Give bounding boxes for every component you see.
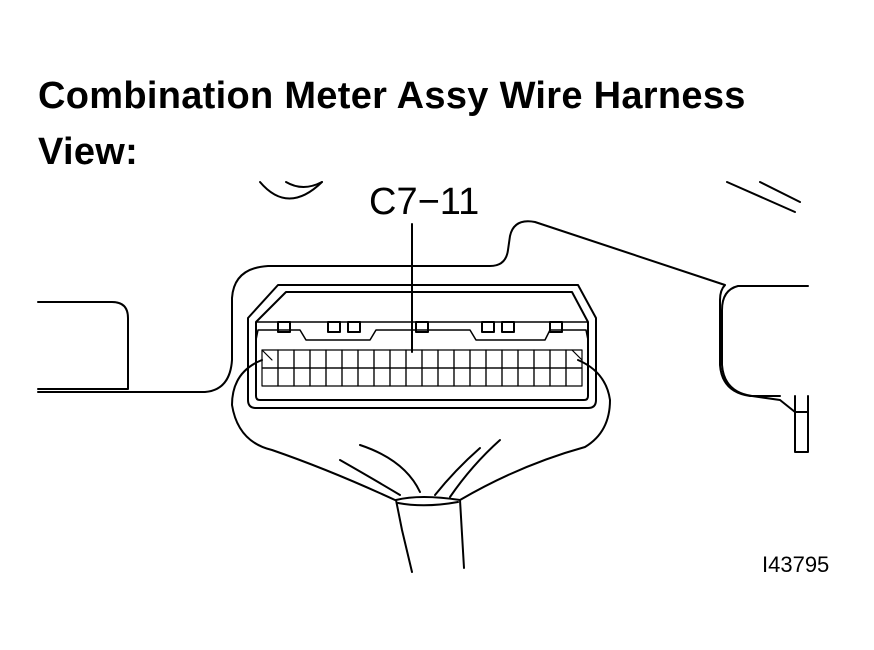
lock-window bbox=[549, 321, 563, 333]
terminal-cavity bbox=[277, 367, 295, 387]
terminal-cavity bbox=[533, 367, 551, 387]
terminal-cavity bbox=[357, 349, 375, 369]
terminal-cavity bbox=[277, 349, 295, 369]
top-bracket-arc-inner bbox=[285, 181, 323, 188]
terminal-cavity bbox=[309, 367, 327, 387]
terminal-cavity bbox=[341, 349, 359, 369]
terminal-cavity bbox=[549, 349, 567, 369]
harness-wire-1 bbox=[339, 459, 401, 496]
terminal-cavity bbox=[373, 367, 391, 387]
top-bracket-arc bbox=[259, 181, 323, 200]
page-title: Combination Meter Assy Wire Harness View… bbox=[38, 75, 746, 173]
terminal-cavity bbox=[485, 367, 503, 387]
lock-window bbox=[277, 321, 291, 333]
connector-label: C7−11 bbox=[369, 181, 480, 223]
harness-wire-2 bbox=[359, 444, 421, 493]
terminal-cavity bbox=[565, 367, 583, 387]
terminal-cavity bbox=[341, 367, 359, 387]
figure-id: I43795 bbox=[762, 552, 830, 577]
terminal-grid bbox=[261, 349, 583, 387]
terminal-cavity bbox=[517, 349, 535, 369]
lock-window bbox=[415, 321, 429, 333]
housing-outline bbox=[37, 220, 781, 397]
harness-wire-4 bbox=[434, 447, 481, 496]
terminal-cavity bbox=[549, 367, 567, 387]
right-block bbox=[721, 285, 809, 413]
connector-body bbox=[247, 284, 597, 409]
harness-sleeve bbox=[395, 496, 465, 573]
terminal-cavity bbox=[485, 349, 503, 369]
left-panel bbox=[37, 301, 129, 390]
terminal-cavity bbox=[437, 367, 455, 387]
right-strap-line-2 bbox=[759, 181, 801, 203]
lock-window bbox=[501, 321, 515, 333]
harness-loop bbox=[231, 359, 396, 501]
guide-rib bbox=[571, 349, 583, 361]
terminal-cavity bbox=[357, 367, 375, 387]
terminal-cavity bbox=[469, 367, 487, 387]
terminal-cavity bbox=[373, 349, 391, 369]
connector-inner-frame bbox=[255, 291, 589, 401]
terminal-cavity bbox=[501, 367, 519, 387]
terminal-cavity bbox=[453, 349, 471, 369]
terminal-cavity bbox=[389, 349, 407, 369]
terminal-cavity bbox=[325, 349, 343, 369]
harness-sleeve-band bbox=[397, 501, 459, 507]
terminal-cavity bbox=[293, 349, 311, 369]
terminal-cavity bbox=[533, 349, 551, 369]
terminal-cavity bbox=[437, 349, 455, 369]
terminal-cavity bbox=[309, 349, 327, 369]
terminal-cavity bbox=[421, 349, 439, 369]
lock-window bbox=[481, 321, 495, 333]
latch-profile bbox=[255, 329, 589, 341]
terminal-cavity bbox=[389, 367, 407, 387]
terminal-cavity bbox=[325, 367, 343, 387]
terminal-cavity bbox=[405, 349, 423, 369]
terminal-cavity bbox=[405, 367, 423, 387]
terminal-cavity bbox=[453, 367, 471, 387]
terminal-cavity bbox=[261, 367, 279, 387]
terminal-cavity bbox=[501, 349, 519, 369]
lock-window bbox=[327, 321, 341, 333]
lock-window bbox=[347, 321, 361, 333]
terminal-cavity bbox=[293, 367, 311, 387]
harness-loop-right bbox=[459, 359, 611, 501]
terminal-cavity bbox=[517, 367, 535, 387]
terminal-cavity bbox=[469, 349, 487, 369]
harness-wire-3 bbox=[449, 439, 501, 498]
right-strap-line-1 bbox=[726, 181, 796, 213]
terminal-cavity bbox=[421, 367, 439, 387]
right-tab bbox=[794, 395, 809, 453]
guide-rib bbox=[261, 349, 273, 361]
